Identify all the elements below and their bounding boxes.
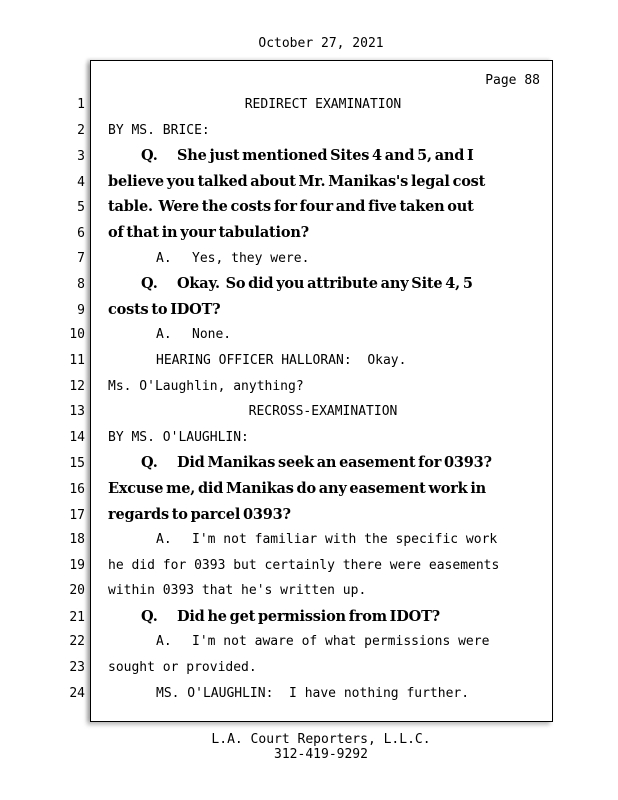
transcript-line: 2 BY MS. BRICE: — [50, 118, 552, 144]
transcript-line: 18 A.I'm not familiar with the specific w… — [50, 527, 552, 553]
line-text: he did for 0393 but certainly there were… — [108, 557, 500, 573]
qa-prefix: A. — [156, 327, 172, 343]
footer-company: L.A. Court Reporters, L.L.C. — [211, 732, 431, 747]
transcript-line: 17 regards to parcel 0393? — [50, 502, 552, 528]
transcript-line: 14 BY MS. O'LAUGHLIN: — [50, 425, 552, 451]
page-number-label: Page 88 — [485, 73, 540, 88]
line-text: within 0393 that he's written up. — [108, 583, 367, 599]
transcript-line: 19 he did for 0393 but certainly there we… — [50, 553, 552, 579]
transcript-line: 3 Q.She just mentioned Sites 4 and 5, and… — [50, 143, 552, 169]
line-number: 21 — [69, 609, 85, 625]
transcript-line: 10 A.None. — [50, 322, 552, 348]
line-text: HEARING OFFICER HALLORAN: Okay. — [156, 352, 407, 368]
line-text: BY MS. BRICE: — [108, 122, 210, 138]
line-text: RECROSS-EXAMINATION — [248, 404, 398, 420]
qa-prefix: Q. — [141, 275, 158, 293]
line-number: 13 — [69, 404, 85, 420]
line-number: 20 — [69, 583, 85, 599]
qa-prefix: Q. — [141, 607, 158, 625]
qa-prefix: A. — [156, 532, 172, 548]
transcript-line: 13 RECROSS-EXAMINATION — [50, 399, 552, 425]
line-text: REDIRECT EXAMINATION — [244, 97, 402, 112]
line-text: Q.Did he get permission from IDOT? — [108, 604, 552, 630]
line-text: A.I'm not familiar with the specific wor… — [108, 527, 552, 553]
line-text: Q.She just mentioned Sites 4 and 5, and … — [108, 143, 552, 169]
footer: L.A. Court Reporters, L.L.C. 312-419-929… — [90, 732, 552, 762]
transcript-lines: 1 REDIRECT EXAMINATION 2 BY MS. BRICE: 3 Q.Sh… — [50, 92, 552, 706]
qa-prefix: Q. — [141, 147, 158, 165]
line-number: 3 — [77, 149, 85, 165]
transcript-line: 9 costs to IDOT? — [50, 297, 552, 323]
line-number: 2 — [77, 122, 85, 138]
transcript-line: 15 Q.Did Manikas seek an easement for 039… — [50, 450, 552, 476]
line-number: 9 — [77, 302, 85, 318]
line-text: table. Were the costs for four and five … — [108, 198, 474, 216]
line-text: MS. O'LAUGHLIN: I have nothing further. — [156, 685, 470, 701]
transcript-line: 6 of that in your tabulation? — [50, 220, 552, 246]
line-text: of that in your tabulation? — [108, 223, 309, 241]
line-number: 6 — [77, 225, 85, 241]
transcript-line: 12 Ms. O'Laughlin, anything? — [50, 374, 552, 400]
line-text: A.Yes, they were. — [108, 246, 552, 272]
line-number: 16 — [69, 481, 85, 497]
transcript-date: October 27, 2021 — [258, 36, 384, 51]
transcript-line: 22 A.I'm not aware of what permissions we… — [50, 629, 552, 655]
footer-phone: 312-419-9292 — [274, 747, 368, 762]
line-text: sought or provided. — [108, 660, 257, 676]
qa-prefix: Q. — [141, 454, 158, 472]
transcript-line: 23 sought or provided. — [50, 655, 552, 681]
line-number: 10 — [69, 327, 85, 343]
transcript-line: 20 within 0393 that he's written up. — [50, 578, 552, 604]
line-number: 23 — [69, 660, 85, 676]
transcript-line: 5 table. Were the costs for four and five… — [50, 194, 552, 220]
line-text: Ms. O'Laughlin, anything? — [108, 378, 304, 394]
line-number: 8 — [77, 277, 85, 293]
line-number: 12 — [69, 378, 85, 394]
line-number: 1 — [77, 97, 85, 112]
line-text: A.None. — [108, 322, 552, 348]
line-number: 17 — [69, 507, 85, 523]
line-number: 11 — [69, 352, 85, 368]
line-number: 4 — [77, 174, 85, 190]
line-number: 7 — [77, 250, 85, 266]
transcript-line: 21 Q.Did he get permission from IDOT? — [50, 604, 552, 630]
line-number: 22 — [69, 634, 85, 650]
line-text: Q.Okay. So did you attribute any Site 4,… — [108, 271, 552, 297]
transcript-line: 24 MS. O'LAUGHLIN: I have nothing further… — [50, 681, 552, 707]
line-text: costs to IDOT? — [108, 300, 221, 318]
line-text: Excuse me, did Manikas do any easement w… — [108, 479, 487, 497]
line-number: 5 — [77, 200, 85, 216]
transcript-line: 7 A.Yes, they were. — [50, 246, 552, 272]
line-number: 24 — [69, 685, 85, 701]
qa-prefix: A. — [156, 250, 172, 266]
line-number: 15 — [69, 456, 85, 472]
line-number: 18 — [69, 532, 85, 548]
transcript-line: 16 Excuse me, did Manikas do any easement… — [50, 476, 552, 502]
transcript-line: 8 Q.Okay. So did you attribute any Site 4… — [50, 271, 552, 297]
line-text: regards to parcel 0393? — [108, 505, 291, 523]
transcript-page: Page 88 — [90, 60, 553, 722]
line-number: 14 — [69, 429, 85, 445]
line-text: A.I'm not aware of what permissions were — [108, 629, 552, 655]
transcript-line: 1 REDIRECT EXAMINATION — [50, 92, 552, 118]
line-text: believe you talked about Mr. Manikas's l… — [108, 172, 486, 190]
line-text: BY MS. O'LAUGHLIN: — [108, 429, 249, 445]
line-text: Q.Did Manikas seek an easement for 0393? — [108, 450, 552, 476]
line-number: 19 — [69, 557, 85, 573]
qa-prefix: A. — [156, 634, 172, 650]
transcript-line: 11 HEARING OFFICER HALLORAN: Okay. — [50, 348, 552, 374]
transcript-line: 4 believe you talked about Mr. Manikas's … — [50, 169, 552, 195]
